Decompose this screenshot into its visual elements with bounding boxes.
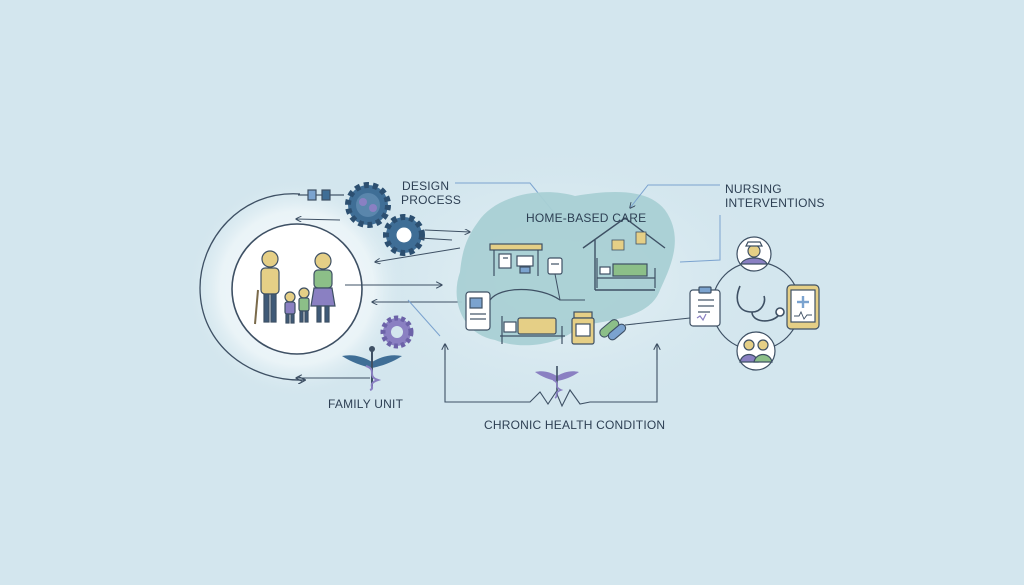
line-nursing-to-care xyxy=(630,184,720,208)
nurse-avatar-icon xyxy=(736,236,772,272)
tablet-medical-icon xyxy=(786,284,820,330)
design-process-label-line2: PROCESS xyxy=(401,193,462,207)
family-icon xyxy=(254,250,336,325)
line-nursing-right xyxy=(679,215,721,263)
nursing-interventions-label-line1: NURSING xyxy=(725,182,782,196)
home-based-care-blob xyxy=(456,191,675,346)
clipboard-icon xyxy=(689,286,721,327)
monitor-icon xyxy=(489,243,585,301)
chronic-health-condition-label: CHRONIC HEALTH CONDITION xyxy=(484,418,666,432)
line-gear-diag xyxy=(407,299,441,337)
family-unit-label: FAMILY UNIT xyxy=(328,397,404,411)
gear-icon-small xyxy=(380,315,414,349)
arrow-gear-to-care xyxy=(424,230,470,232)
arrow-top-back xyxy=(296,219,341,220)
home-based-care-label: HOME-BASED CARE xyxy=(526,211,647,225)
arrow-care-to-family-1 xyxy=(375,247,461,262)
arrow-care-to-nursing xyxy=(624,317,691,326)
pill-icon xyxy=(599,319,627,341)
chain-link-icon xyxy=(298,189,344,201)
hospital-bed-lower-icon xyxy=(500,316,565,344)
care-team-icon xyxy=(736,331,776,371)
stethoscope-icon xyxy=(736,285,785,322)
nursing-interventions-label-line2: INTERVENTIONS xyxy=(725,196,825,210)
gear-icon xyxy=(345,182,391,228)
family-unit-circle xyxy=(231,223,363,355)
chronic-condition-line xyxy=(444,346,658,408)
gear-icon-secondary xyxy=(383,214,425,256)
design-process-label-line1: DESIGN xyxy=(402,179,450,193)
iv-pump-icon xyxy=(465,288,561,331)
arrow-gear-down xyxy=(419,237,453,241)
medicine-bottle-icon xyxy=(571,311,595,345)
caduceus-icon xyxy=(342,346,402,391)
hospital-bed-icon xyxy=(596,258,656,288)
caduceus-bottom-icon xyxy=(535,366,579,399)
family-loop-arrow xyxy=(199,193,305,380)
house-icon xyxy=(582,217,666,291)
